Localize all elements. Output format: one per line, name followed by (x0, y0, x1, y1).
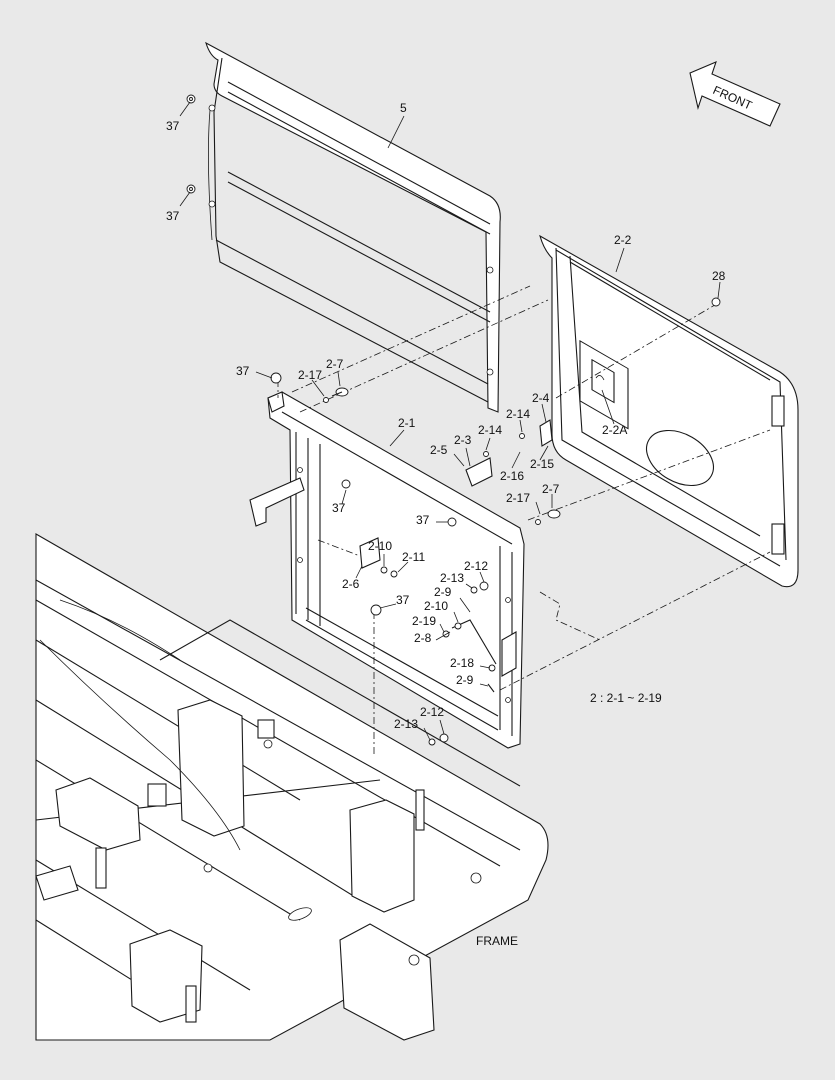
callout-2-11: 2-11 (402, 550, 425, 564)
nut-2-10a (380, 566, 388, 574)
callout-37b: 37 (166, 209, 180, 223)
bolt-37a (186, 94, 196, 104)
callout-2-17b: 2-17 (506, 491, 530, 505)
nut-2-10b (454, 622, 462, 630)
callout-2-10a: 2-10 (368, 539, 392, 553)
bolt-37c (270, 372, 282, 384)
washer-2-17a (323, 397, 329, 403)
callout-28: 28 (712, 269, 726, 283)
bolt-37f (370, 604, 382, 616)
callout-2-4: 2-4 (532, 391, 550, 405)
callout-2-8: 2-8 (414, 631, 432, 645)
pin-2-9b (487, 683, 495, 693)
washer-2-12b (439, 733, 449, 743)
callout-2-15: 2-15 (530, 457, 554, 471)
bolt-2-11 (390, 570, 398, 578)
callout-37a: 37 (166, 119, 180, 133)
fastener-hardware (186, 94, 721, 746)
callout-labels: 37 37 5 2-2 28 2-2A 37 2-7 2-17 2-1 2-4 … (166, 101, 726, 731)
callout-2-12b: 2-12 (420, 705, 444, 719)
callout-2-1: 2-1 (398, 416, 416, 430)
machine-frame (35, 533, 549, 1041)
callout-2-14b: 2-14 (478, 423, 502, 437)
callout-2-13a: 2-13 (440, 571, 464, 585)
callout-37e: 37 (332, 501, 346, 515)
assembly-guide-lines (277, 285, 771, 756)
leader-lines (179, 101, 721, 741)
callout-2-18: 2-18 (450, 656, 474, 670)
washer-2-17b (535, 519, 541, 525)
bracket-frame (249, 391, 525, 749)
callout-2-6: 2-6 (342, 577, 360, 591)
bolt-2-7a (331, 387, 349, 397)
bolt-2-7b (547, 509, 561, 519)
callout-2-7a: 2-7 (326, 357, 344, 371)
callout-2-9b: 2-9 (456, 673, 474, 687)
callout-2-7b: 2-7 (542, 482, 560, 496)
callout-2-3: 2-3 (454, 433, 472, 447)
bolt-2-14b (483, 451, 489, 457)
clip-2-4 (539, 419, 553, 447)
nut-2-13a (470, 586, 478, 594)
frame-label: FRAME (476, 934, 518, 948)
nut-2-13b (428, 738, 436, 746)
callout-5: 5 (400, 101, 407, 115)
bolt-37d (341, 479, 351, 489)
side-cover-panel (539, 234, 799, 588)
callout-2-17a: 2-17 (298, 368, 322, 382)
bolt-28 (711, 297, 721, 307)
callout-2-2: 2-2 (614, 233, 632, 247)
callout-2-16: 2-16 (500, 469, 524, 483)
group-note: 2 : 2-1 ~ 2-19 (590, 691, 662, 705)
bolt-2-14a (519, 433, 525, 439)
callout-2-14a: 2-14 (506, 407, 530, 421)
bolt-37b (186, 184, 196, 194)
callout-37f: 37 (396, 593, 410, 607)
upper-cover-panel (205, 41, 501, 413)
bolt-37e (447, 517, 457, 527)
callout-2-2A: 2-2A (602, 423, 627, 437)
washer-2-12a (479, 581, 489, 591)
callout-2-5: 2-5 (430, 443, 448, 457)
callout-2-12a: 2-12 (464, 559, 488, 573)
callout-37d: 37 (416, 513, 430, 527)
callout-37c: 37 (236, 364, 250, 378)
callout-2-13b: 2-13 (394, 717, 418, 731)
callout-2-19: 2-19 (412, 614, 436, 628)
callout-2-10b: 2-10 (424, 599, 448, 613)
callout-2-9a: 2-9 (434, 585, 452, 599)
